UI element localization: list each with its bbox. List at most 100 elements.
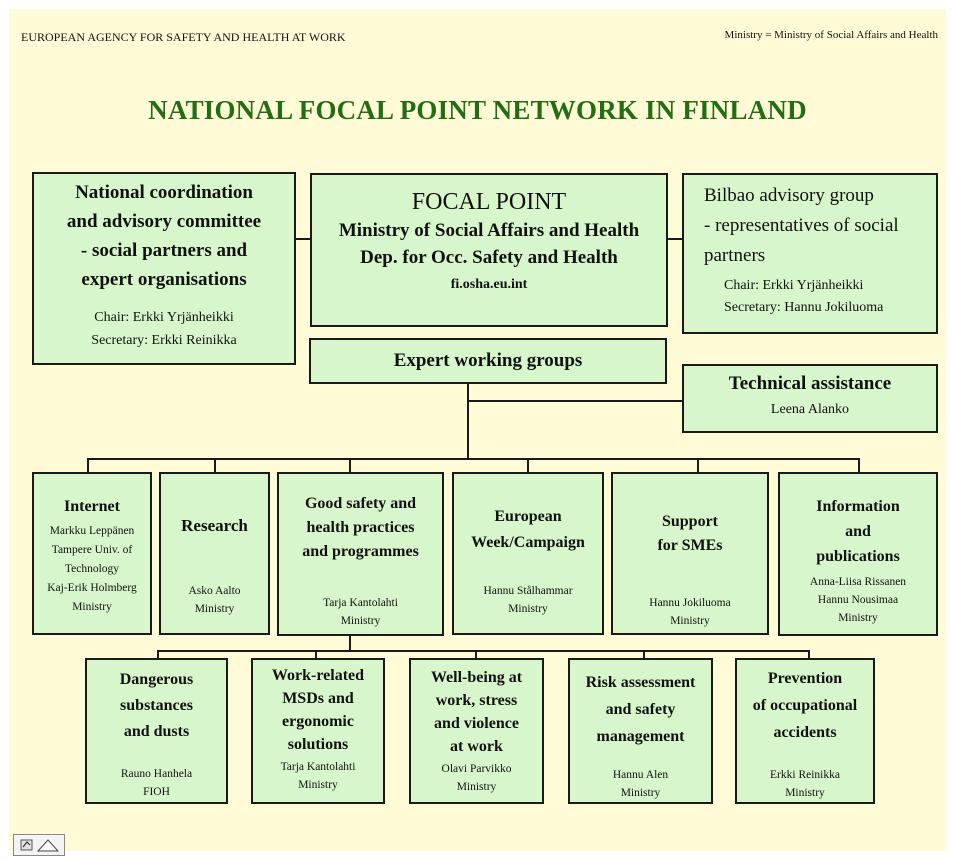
drop-line (87, 458, 89, 473)
bilbao-advisory-box: Bilbao advisory group - representatives … (682, 173, 938, 334)
contact-line: Ministry (194, 603, 235, 615)
title-line: ergonomic (282, 713, 354, 730)
expert-working-groups-box: Expert working groups (309, 338, 667, 384)
title-line: accidents (773, 724, 837, 741)
msds-contacts: Tarja Kantolahti Ministry (253, 758, 383, 794)
smes-contacts: Hannu Jokiluoma Ministry (613, 594, 767, 630)
technical-contact: Leena Alanko (770, 402, 850, 417)
title-line: substances (120, 697, 193, 714)
national-coordination-box: National coordination and advisory commi… (32, 172, 296, 365)
prevention-contacts: Erkki Reinikka Ministry (737, 766, 873, 802)
title-line: Bilbao advisory group (704, 185, 874, 206)
drop-line (527, 458, 529, 473)
box-title: Support for SMEs (613, 510, 767, 558)
contact-line: Rauno Hanhela (120, 768, 193, 780)
connector-bottom-row (157, 650, 810, 652)
internet-contacts: Markku Leppänen Tampere Univ. of Technol… (34, 522, 150, 617)
information-box: Information and publications Anna-Liisa … (778, 472, 938, 636)
internet-box: Internet Markku Leppänen Tampere Univ. o… (32, 472, 152, 635)
technical-title: Technical assistance (728, 373, 892, 394)
title-line: National coordination (75, 182, 253, 203)
contact-line: Hannu Jokiluoma (649, 597, 731, 609)
contact-line: FIOH (143, 786, 170, 798)
focal-point-box: FOCAL POINT Ministry of Social Affairs a… (310, 173, 668, 327)
slide-nav-icon[interactable] (14, 835, 64, 855)
drop-line (858, 458, 860, 473)
good-practices-box: Good safety and health practices and pro… (277, 472, 444, 636)
contact-line: Ministry (456, 781, 497, 793)
title-line: - representatives of social (704, 215, 899, 236)
drop-line (315, 650, 317, 659)
prevention-box: Prevention of occupational accidents Erk… (735, 658, 875, 804)
risk-contacts: Hannu Alen Ministry (570, 766, 711, 802)
drop-line (475, 650, 477, 659)
box-title: National coordination and advisory commi… (34, 178, 294, 294)
contact-line: Kaj-Erik Holmberg (47, 582, 137, 594)
contact-line: Ministry (508, 603, 548, 615)
contact-line: Anna-Liisa Rissanen (809, 576, 907, 588)
title-line: at work (450, 738, 503, 755)
msds-box: Work-related MSDs and ergonomic solution… (251, 658, 385, 804)
slide-nav-control[interactable] (13, 834, 65, 856)
contact-line: Ministry (785, 787, 825, 799)
focal-point-line: Ministry of Social Affairs and Health (338, 220, 640, 241)
connector-trunk (467, 383, 469, 459)
research-contacts: Asko Aalto Ministry (161, 582, 268, 618)
title-line: and advisory committee (66, 211, 262, 232)
contact-line: Tarja Kantolahti (323, 597, 398, 609)
title-line: and (845, 523, 871, 540)
title-line: Well-being at (430, 669, 523, 686)
contact-line: Hannu Stålhammar (483, 585, 573, 597)
contact-line: Ministry (838, 612, 878, 624)
contact-line: Ministry (298, 779, 338, 791)
title-line: solutions (287, 736, 349, 753)
connector-technical (467, 400, 684, 402)
drop-line (697, 458, 699, 473)
page-title: NATIONAL FOCAL POINT NETWORK IN FINLAND (148, 95, 807, 125)
box-title: Information and publications (780, 494, 936, 569)
title-line: Work-related (271, 667, 365, 684)
title-line: and dusts (123, 723, 190, 740)
title-line: health practices (306, 519, 415, 536)
wellbeing-box: Well-being at work, stress and violence … (409, 658, 544, 804)
slide: EUROPEAN AGENCY FOR SAFETY AND HEALTH AT… (9, 9, 946, 856)
chair-text: Chair: Erkki Yrjänheikki (724, 278, 864, 293)
information-contacts: Anna-Liisa Rissanen Hannu Nousimaa Minis… (780, 573, 936, 627)
title-line: - social partners and (80, 240, 248, 261)
title-line: Week/Campaign (471, 534, 585, 551)
contact-line: Tampere Univ. of (51, 544, 133, 556)
title-line: Prevention (767, 670, 843, 687)
focal-point-title: FOCAL POINT (411, 189, 567, 215)
connector-coordination (294, 238, 312, 240)
european-week-contacts: Hannu Stålhammar Ministry (454, 582, 602, 618)
title-line: Risk assessment (585, 674, 696, 691)
contact-line: Markku Leppänen (49, 525, 135, 537)
contact-line: Ministry (620, 787, 661, 799)
title-line: MSDs and (282, 690, 354, 707)
connector-subgroups-stem (349, 636, 351, 651)
box-title: Risk assessment and safety management (570, 669, 711, 750)
technical-assistance-box: Technical assistance Leena Alanko (682, 364, 938, 433)
secretary-text: Secretary: Hannu Jokiluoma (724, 300, 884, 315)
title-line: Dangerous (119, 671, 194, 688)
contact-line: Erkki Reinikka (770, 769, 840, 781)
box-title: Prevention of occupational accidents (737, 665, 873, 746)
drop-line (349, 458, 351, 473)
title-line: and programmes (302, 543, 419, 560)
title-line: management (596, 728, 685, 745)
focal-point-line: Dep. for Occ. Safety and Health (360, 247, 618, 268)
chair-text: Chair: Erkki Yrjänheikki (94, 310, 234, 325)
box-title: Dangerous substances and dusts (87, 667, 226, 745)
title-line: and violence (434, 715, 519, 732)
title-line: publications (816, 548, 900, 565)
dangerous-contacts: Rauno Hanhela FIOH (87, 765, 226, 801)
contact-line: Asko Aalto (188, 585, 241, 597)
title-line: Support (661, 513, 719, 530)
title-line: for SMEs (657, 537, 723, 554)
title-line: Good safety and (304, 495, 417, 512)
contact-line: Ministry (340, 615, 381, 627)
secretary-text: Secretary: Erkki Reinikka (91, 333, 237, 348)
box-title: Well-being at work, stress and violence … (411, 666, 542, 758)
box-title: Good safety and health practices and pro… (279, 492, 442, 564)
contact-line: Technology (64, 563, 120, 575)
